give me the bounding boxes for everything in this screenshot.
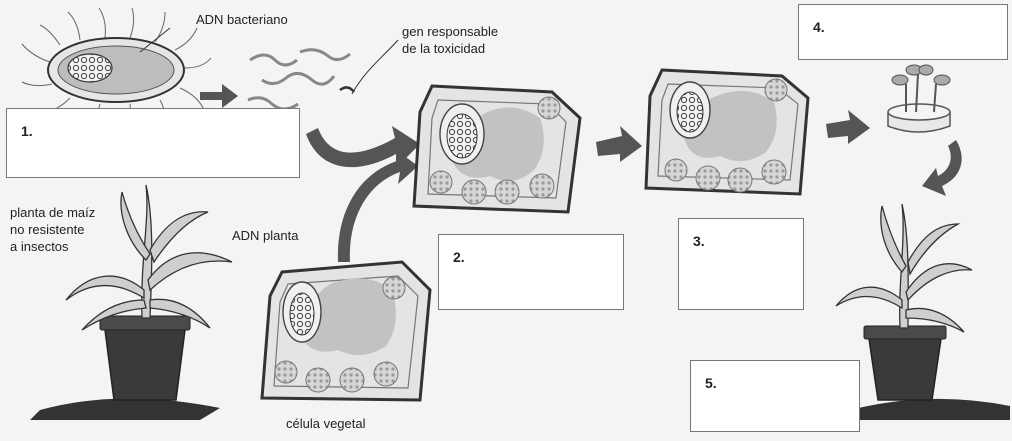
label-corn-plant-line3: a insectos bbox=[10, 239, 69, 255]
arrow-2-3 bbox=[596, 126, 642, 162]
corn-plant-right bbox=[836, 204, 1010, 420]
label-plant-dna: ADN planta bbox=[232, 228, 298, 244]
answer-box-1-number: 1. bbox=[21, 123, 33, 139]
label-bacterial-dna: ADN bacteriano bbox=[196, 12, 288, 28]
answer-box-4-number: 4. bbox=[813, 19, 825, 35]
label-corn-plant-line2: no resistente bbox=[10, 222, 84, 238]
answer-box-5-number: 5. bbox=[705, 375, 717, 391]
cell-3 bbox=[646, 70, 808, 194]
plant-cell bbox=[262, 262, 430, 400]
label-toxicity-gene-line2: de la toxicidad bbox=[402, 41, 485, 57]
label-toxicity-gene-line1: gen responsable bbox=[402, 24, 498, 40]
answer-box-2-number: 2. bbox=[453, 249, 465, 265]
toxicity-gene-leader bbox=[352, 40, 398, 94]
dna-fragments bbox=[248, 50, 350, 109]
petri-dish bbox=[888, 65, 950, 132]
answer-box-3[interactable]: 3. bbox=[678, 218, 804, 310]
answer-box-3-number: 3. bbox=[693, 233, 705, 249]
cell-2 bbox=[414, 86, 580, 212]
answer-box-4[interactable]: 4. bbox=[798, 4, 1008, 60]
answer-box-1[interactable]: 1. bbox=[6, 108, 300, 178]
arrow-1 bbox=[200, 84, 238, 108]
answer-box-5[interactable]: 5. bbox=[690, 360, 860, 432]
arrow-4-plant bbox=[922, 140, 962, 196]
arrow-3-4 bbox=[826, 110, 870, 144]
answer-box-2[interactable]: 2. bbox=[438, 234, 624, 310]
label-corn-plant-line1: planta de maíz bbox=[10, 205, 95, 221]
label-plant-cell: célula vegetal bbox=[286, 416, 366, 432]
toxicity-gene bbox=[340, 87, 354, 92]
